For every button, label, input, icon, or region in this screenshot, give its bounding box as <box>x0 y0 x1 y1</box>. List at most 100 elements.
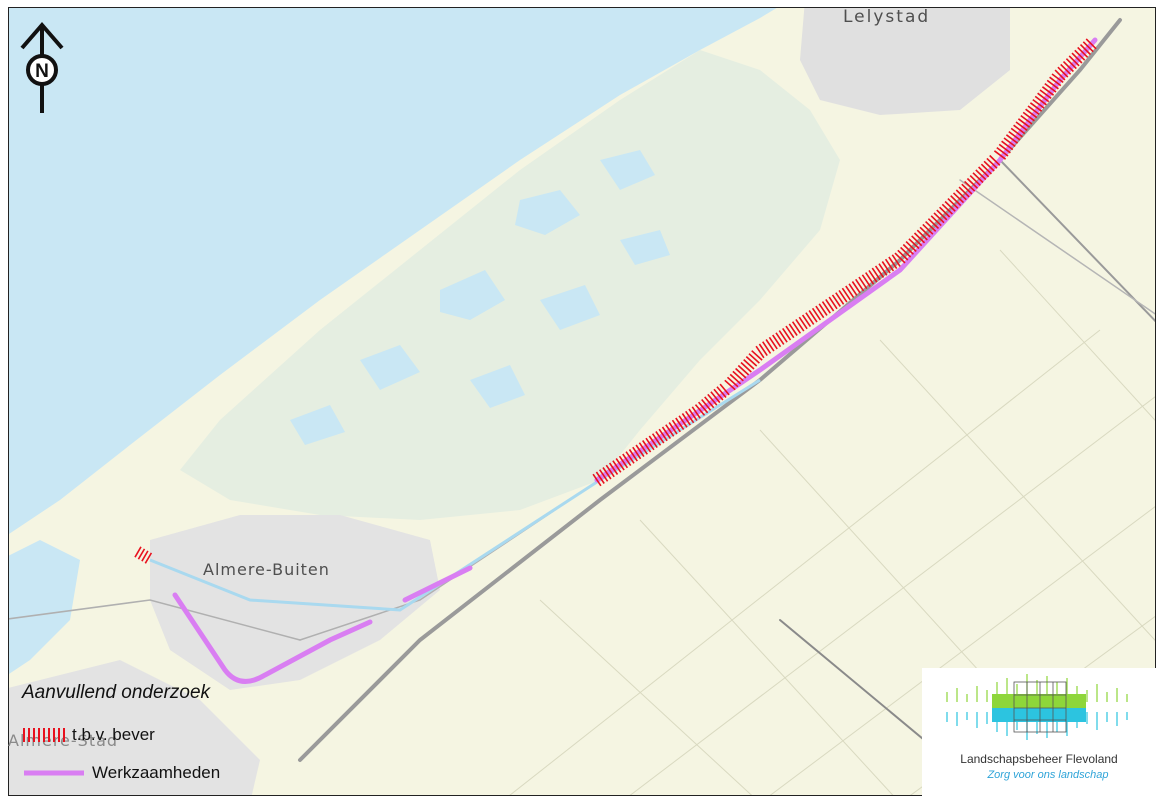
bever-hatch-mark <box>675 417 685 431</box>
bever-hatch-mark <box>1034 95 1047 106</box>
bever-hatch-mark <box>881 261 891 274</box>
bever-hatch-mark <box>961 183 973 195</box>
legend-title: Aanvullend onderzoek <box>22 682 211 703</box>
bever-hatch-mark <box>1037 92 1050 103</box>
bever-hatch-mark <box>808 310 818 323</box>
bever-hatch-mark <box>691 406 701 419</box>
bever-hatch-mark <box>930 215 942 227</box>
werkzaamheden-line-swatch <box>24 770 84 776</box>
bever-hatch-mark <box>1054 69 1066 81</box>
bever-hatch-mark <box>811 307 822 321</box>
bever-hatch-mark <box>635 444 645 458</box>
oostvaardersplassen-area <box>180 50 840 520</box>
bever-hatch-mark <box>608 462 619 475</box>
bever-hatch-mark <box>998 143 1011 154</box>
bever-hatch-mark <box>1062 61 1074 73</box>
bever-hatch-mark <box>996 146 1009 157</box>
bever-hatch-mark <box>1074 49 1086 61</box>
bever-hatch-mark <box>1041 86 1055 96</box>
bever-hatch-mark <box>966 177 979 189</box>
place-label-almere-stad: Almere-Stad <box>8 731 118 750</box>
bever-hatch-mark <box>983 160 995 172</box>
almere-stad-urban <box>8 660 260 796</box>
bever-hatch-mark <box>993 150 1007 160</box>
bever-hatch-mark <box>936 209 948 221</box>
bever-hatch-mark <box>729 373 742 385</box>
bever-hatch-mark <box>685 410 695 424</box>
bever-hatch-mark <box>144 552 153 564</box>
bever-hatch-mark <box>719 383 730 396</box>
bever-hatch-mark <box>927 218 940 229</box>
bever-hatch-mark <box>678 415 688 428</box>
bever-hatch-mark <box>704 396 715 409</box>
bever-hatch-mark <box>775 332 785 345</box>
bever-hatch-mark <box>740 361 752 373</box>
bever-hatch-swatch <box>23 728 65 742</box>
bever-hatch-mark <box>1044 82 1057 93</box>
bever-hatch-mark <box>1032 98 1045 109</box>
bever-hatch-mark <box>599 469 609 482</box>
landschapsbeheer-logo: Landschapsbeheer Flevoland Zorg voor ons… <box>922 668 1156 796</box>
bever-hatch-mark <box>1010 127 1023 138</box>
canal <box>149 378 761 612</box>
bever-hatch-mark <box>758 343 768 357</box>
bever-hatch-mark <box>980 163 992 175</box>
bever-hatch-mark <box>868 269 878 283</box>
bever-hatch-mark <box>1003 137 1016 148</box>
map-legend: Aanvullend onderzoek t.b.v. bever Werkza… <box>22 682 282 792</box>
place-label-almere-buiten: Almere-Buiten <box>203 560 330 579</box>
bever-hatch-mark <box>1022 111 1035 122</box>
bever-hatch-mark <box>1051 73 1064 84</box>
logo-name: Landschapsbeheer Flevoland <box>960 752 1118 766</box>
bever-hatch-mark <box>897 249 909 261</box>
bever-hatch-mark <box>1049 76 1062 87</box>
bever-hatch-mark <box>732 370 744 382</box>
bever-hatch-mark <box>825 298 835 312</box>
bever-hatch-mark <box>848 283 858 296</box>
bever-hatch-mark <box>141 550 149 562</box>
bever-hatch-mark <box>900 246 912 258</box>
bever-hatch-mark <box>1046 79 1059 90</box>
bever-hatch-mark <box>1071 52 1083 64</box>
bever-hatch-mark <box>1008 130 1021 141</box>
bever-hatch-mark <box>1013 124 1026 135</box>
bever-hatch-mark <box>134 546 142 558</box>
legend-label-bever: t.b.v. bever <box>72 725 155 744</box>
bever-hatch-mark <box>612 460 622 473</box>
bever-hatch-mark <box>795 318 805 332</box>
bever-hatch-mark <box>1025 108 1038 119</box>
bever-hatch-mark <box>737 364 750 376</box>
bever-hatch-mark <box>933 212 945 224</box>
bever-hatch-mark <box>791 321 802 334</box>
bever-hatch-mark <box>1039 89 1052 100</box>
bever-hatch-mark <box>1029 102 1043 112</box>
bever-hatch-mark <box>1060 63 1072 75</box>
bever-hatch-mark <box>648 435 658 449</box>
bever-hatch-mark <box>1015 121 1028 132</box>
bever-hatch-mark <box>755 345 765 359</box>
bever-hatch-mark <box>592 473 602 487</box>
bever-hatch-mark <box>838 289 848 303</box>
logo-tagline: Zorg voor ons landschap <box>987 769 1109 781</box>
bever-hatch-mark <box>905 241 917 252</box>
bever-hatch-mark <box>922 223 934 235</box>
bever-hatch-mark <box>713 388 724 401</box>
bever-hatch-marks <box>134 38 1097 796</box>
bever-hatch-mark <box>815 305 825 319</box>
bever-hatch-mark <box>638 442 648 455</box>
bever-hatch-mark <box>919 226 931 238</box>
bever-hatch-mark <box>939 206 951 218</box>
legend-item-werkzaamheden: Werkzaamheden <box>22 762 220 784</box>
bever-hatch-mark <box>651 433 662 446</box>
bever-hatch-mark <box>975 169 987 181</box>
bever-hatch-mark <box>972 172 984 184</box>
bever-hatch-mark <box>1068 55 1080 67</box>
bever-hatch-mark <box>694 404 706 416</box>
bever-hatch-mark <box>605 464 615 478</box>
bever-hatch-mark <box>908 238 920 250</box>
bever-hatch-mark <box>801 314 812 328</box>
bever-hatch-mark <box>726 376 739 388</box>
bever-hatch-mark <box>955 189 967 201</box>
lelystad-urban <box>800 7 1010 115</box>
